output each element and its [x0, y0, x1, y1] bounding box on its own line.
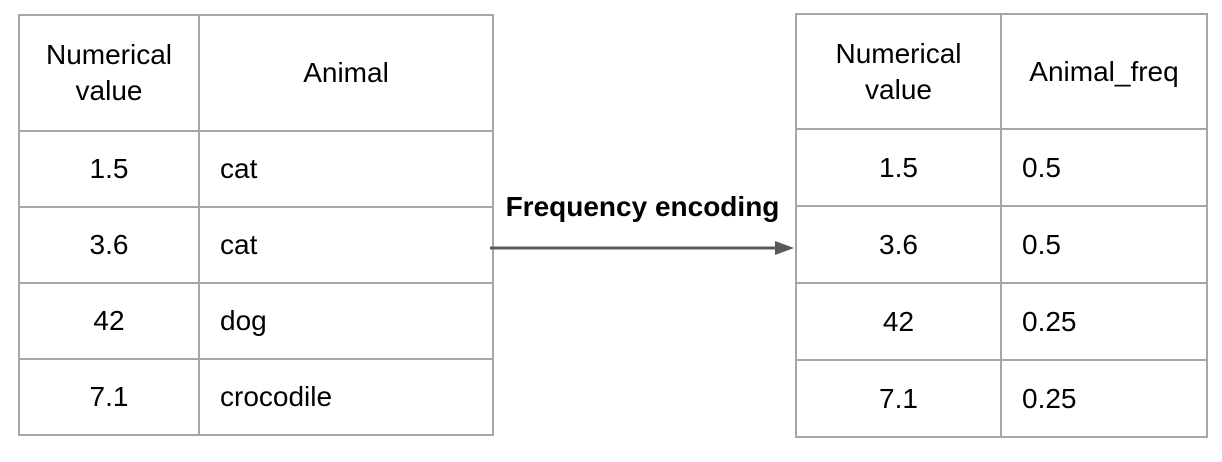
animal-cell: cat	[198, 130, 494, 208]
table-row: 7.1 0.25	[795, 359, 1208, 438]
numerical-value-cell: 3.6	[18, 206, 200, 284]
transform-label: Frequency encoding	[505, 191, 780, 222]
animal-cell: cat	[198, 206, 494, 284]
numerical-value-cell: 1.5	[795, 128, 1002, 207]
input-table-header-row: Numerical value Animal	[18, 14, 494, 132]
output-table-header-row: Numerical value Animal_freq	[795, 13, 1208, 130]
arrow-right-icon	[490, 241, 794, 255]
table-row: 1.5 cat	[18, 130, 494, 208]
animal-freq-cell: 0.25	[1000, 359, 1208, 438]
output-table: Numerical value Animal_freq 1.5 0.5 3.6 …	[795, 13, 1208, 438]
animal-freq-cell: 0.5	[1000, 205, 1208, 284]
animal-freq-cell: 0.25	[1000, 282, 1208, 361]
table-row: 7.1 crocodile	[18, 358, 494, 436]
table-row: 42 dog	[18, 282, 494, 360]
animal-freq-cell: 0.5	[1000, 128, 1208, 207]
numerical-value-cell: 42	[18, 282, 200, 360]
output-header-numerical-value: Numerical value	[795, 13, 1002, 130]
animal-cell: crocodile	[198, 358, 494, 436]
animal-cell: dog	[198, 282, 494, 360]
numerical-value-cell: 1.5	[18, 130, 200, 208]
numerical-value-cell: 7.1	[18, 358, 200, 436]
table-row: 3.6 cat	[18, 206, 494, 284]
numerical-value-cell: 7.1	[795, 359, 1002, 438]
input-header-animal: Animal	[198, 14, 494, 132]
numerical-value-cell: 42	[795, 282, 1002, 361]
input-table: Numerical value Animal 1.5 cat 3.6 cat 4…	[18, 14, 494, 436]
input-header-numerical-value: Numerical value	[18, 14, 200, 132]
table-row: 3.6 0.5	[795, 205, 1208, 284]
output-header-animal-freq: Animal_freq	[1000, 13, 1208, 130]
table-row: 1.5 0.5	[795, 128, 1208, 207]
table-row: 42 0.25	[795, 282, 1208, 361]
numerical-value-cell: 3.6	[795, 205, 1002, 284]
